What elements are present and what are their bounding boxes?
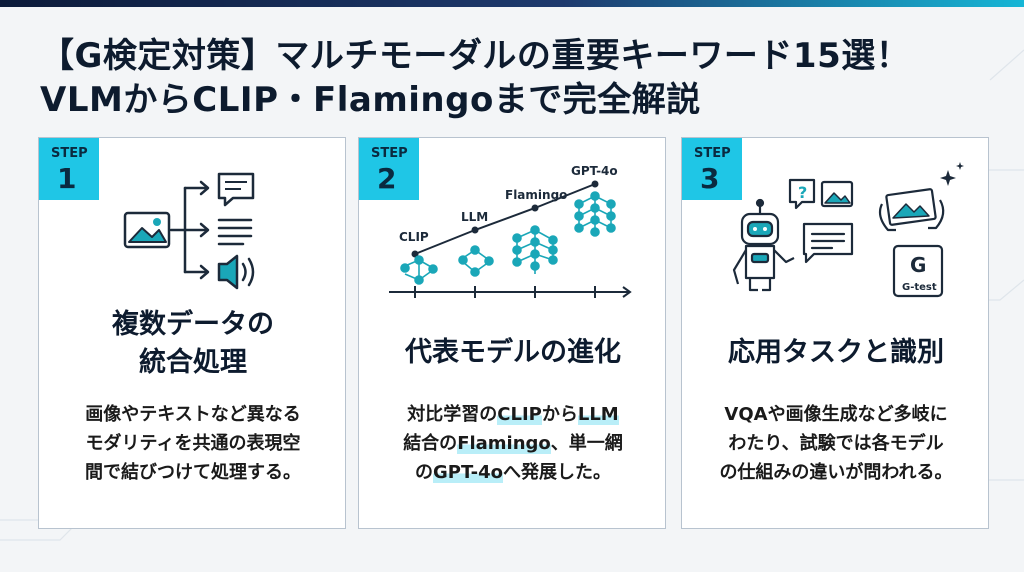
desc-line-2: 結合のFlamingo、単一網 xyxy=(359,429,667,458)
step-label: STEP xyxy=(51,146,88,161)
tag-clip: CLIP xyxy=(399,230,429,244)
card-description: 画像やテキストなど異なる モダリティを共通の表現空 間で結びつけて処理する。 xyxy=(39,400,347,487)
robot-icon xyxy=(732,198,795,292)
step-card-2: STEP 2 CLIP LLM xyxy=(358,137,666,529)
hands-holding-image-icon xyxy=(878,188,945,232)
heading-line-1: 複数データの xyxy=(112,309,274,340)
step-card-1: STEP 1 複数データの 統合処理 xyxy=(38,137,346,529)
top-accent-bar xyxy=(0,0,1024,7)
step-badge: STEP 1 xyxy=(39,138,99,200)
application-tasks-illustration: ? G G-test xyxy=(732,162,964,298)
step-card-3: STEP 3 ? xyxy=(681,137,989,529)
desc-text: 、単一網 xyxy=(550,433,623,454)
step-badge: STEP 2 xyxy=(359,138,419,200)
desc-line-1: VQAや画像生成など多岐に xyxy=(724,404,948,425)
desc-text: の xyxy=(415,462,434,483)
desc-highlight: Flamingo xyxy=(457,433,551,454)
step-number: 2 xyxy=(377,162,397,195)
desc-line-3: の仕組みの違いが問われる。 xyxy=(719,462,953,483)
tag-flamingo: Flamingo xyxy=(505,188,568,202)
image-icon xyxy=(123,211,171,249)
desc-text: 対比学習の xyxy=(407,404,498,425)
desc-line-2: モダリティを共通の表現空 xyxy=(85,433,301,454)
trend-line xyxy=(414,183,596,255)
text-lines-icon xyxy=(217,218,253,246)
title-line-2: VLMからCLIP・Flamingoまで完全解説 xyxy=(40,80,701,120)
desc-line-3: のGPT-4oへ発展した。 xyxy=(359,458,667,487)
desc-highlight: CLIP xyxy=(497,404,542,425)
card-description: 対比学習のCLIPからLLM 結合のFlamingo、単一網 のGPT-4oへ発… xyxy=(359,400,667,487)
branch-arrows xyxy=(169,180,210,280)
desc-highlight: GPT-4o xyxy=(433,462,503,483)
desc-text: 結合の xyxy=(403,433,458,454)
network-icon xyxy=(400,191,616,285)
step-number: 3 xyxy=(700,162,720,195)
heading-line-2: 統合処理 xyxy=(139,347,247,378)
badge-text: G-test xyxy=(902,282,937,293)
timeline-axis xyxy=(389,286,632,298)
card-heading: 応用タスクと識別 xyxy=(728,337,944,368)
step-label: STEP xyxy=(694,146,731,161)
step-number: 1 xyxy=(57,162,77,195)
card-heading: 代表モデルの進化 xyxy=(405,337,621,368)
desc-highlight: LLM xyxy=(577,404,619,425)
card-description: VQAや画像生成など多岐に わたり、試験では各モデル の仕組みの違いが問われる。 xyxy=(682,400,990,487)
page-title: 【G検定対策】マルチモーダルの重要キーワード15選！ VLMからCLIP・Fla… xyxy=(40,34,1000,122)
multimodal-input-illustration xyxy=(123,172,255,290)
tag-gpt4o: GPT-4o xyxy=(571,164,618,178)
image-icon xyxy=(820,180,854,208)
chat-icon xyxy=(217,172,255,207)
text-bubble-icon xyxy=(802,222,854,264)
step-label: STEP xyxy=(371,146,408,161)
g-test-badge-icon xyxy=(892,244,944,298)
model-evolution-illustration xyxy=(389,180,632,298)
tag-llm: LLM xyxy=(461,210,489,224)
question-mark: ? xyxy=(798,183,807,202)
desc-line-3: 間で結びつけて処理する。 xyxy=(85,462,301,483)
title-line-1: 【G検定対策】マルチモーダルの重要キーワード15選！ xyxy=(40,36,911,76)
speaker-icon xyxy=(217,254,255,290)
desc-line-1: 画像やテキストなど異なる xyxy=(85,404,301,425)
question-bubble-icon xyxy=(788,178,816,210)
sparkle-icon xyxy=(940,162,964,186)
desc-text: から xyxy=(541,404,578,425)
desc-line-1: 対比学習のCLIPからLLM xyxy=(359,400,667,429)
badge-letter: G xyxy=(910,253,926,277)
card-heading: 複数データの 統合処理 xyxy=(39,306,347,382)
desc-text: へ発展した。 xyxy=(502,462,611,483)
desc-line-2: わたり、試験では各モデル xyxy=(728,433,944,454)
step-badge: STEP 3 xyxy=(682,138,742,200)
